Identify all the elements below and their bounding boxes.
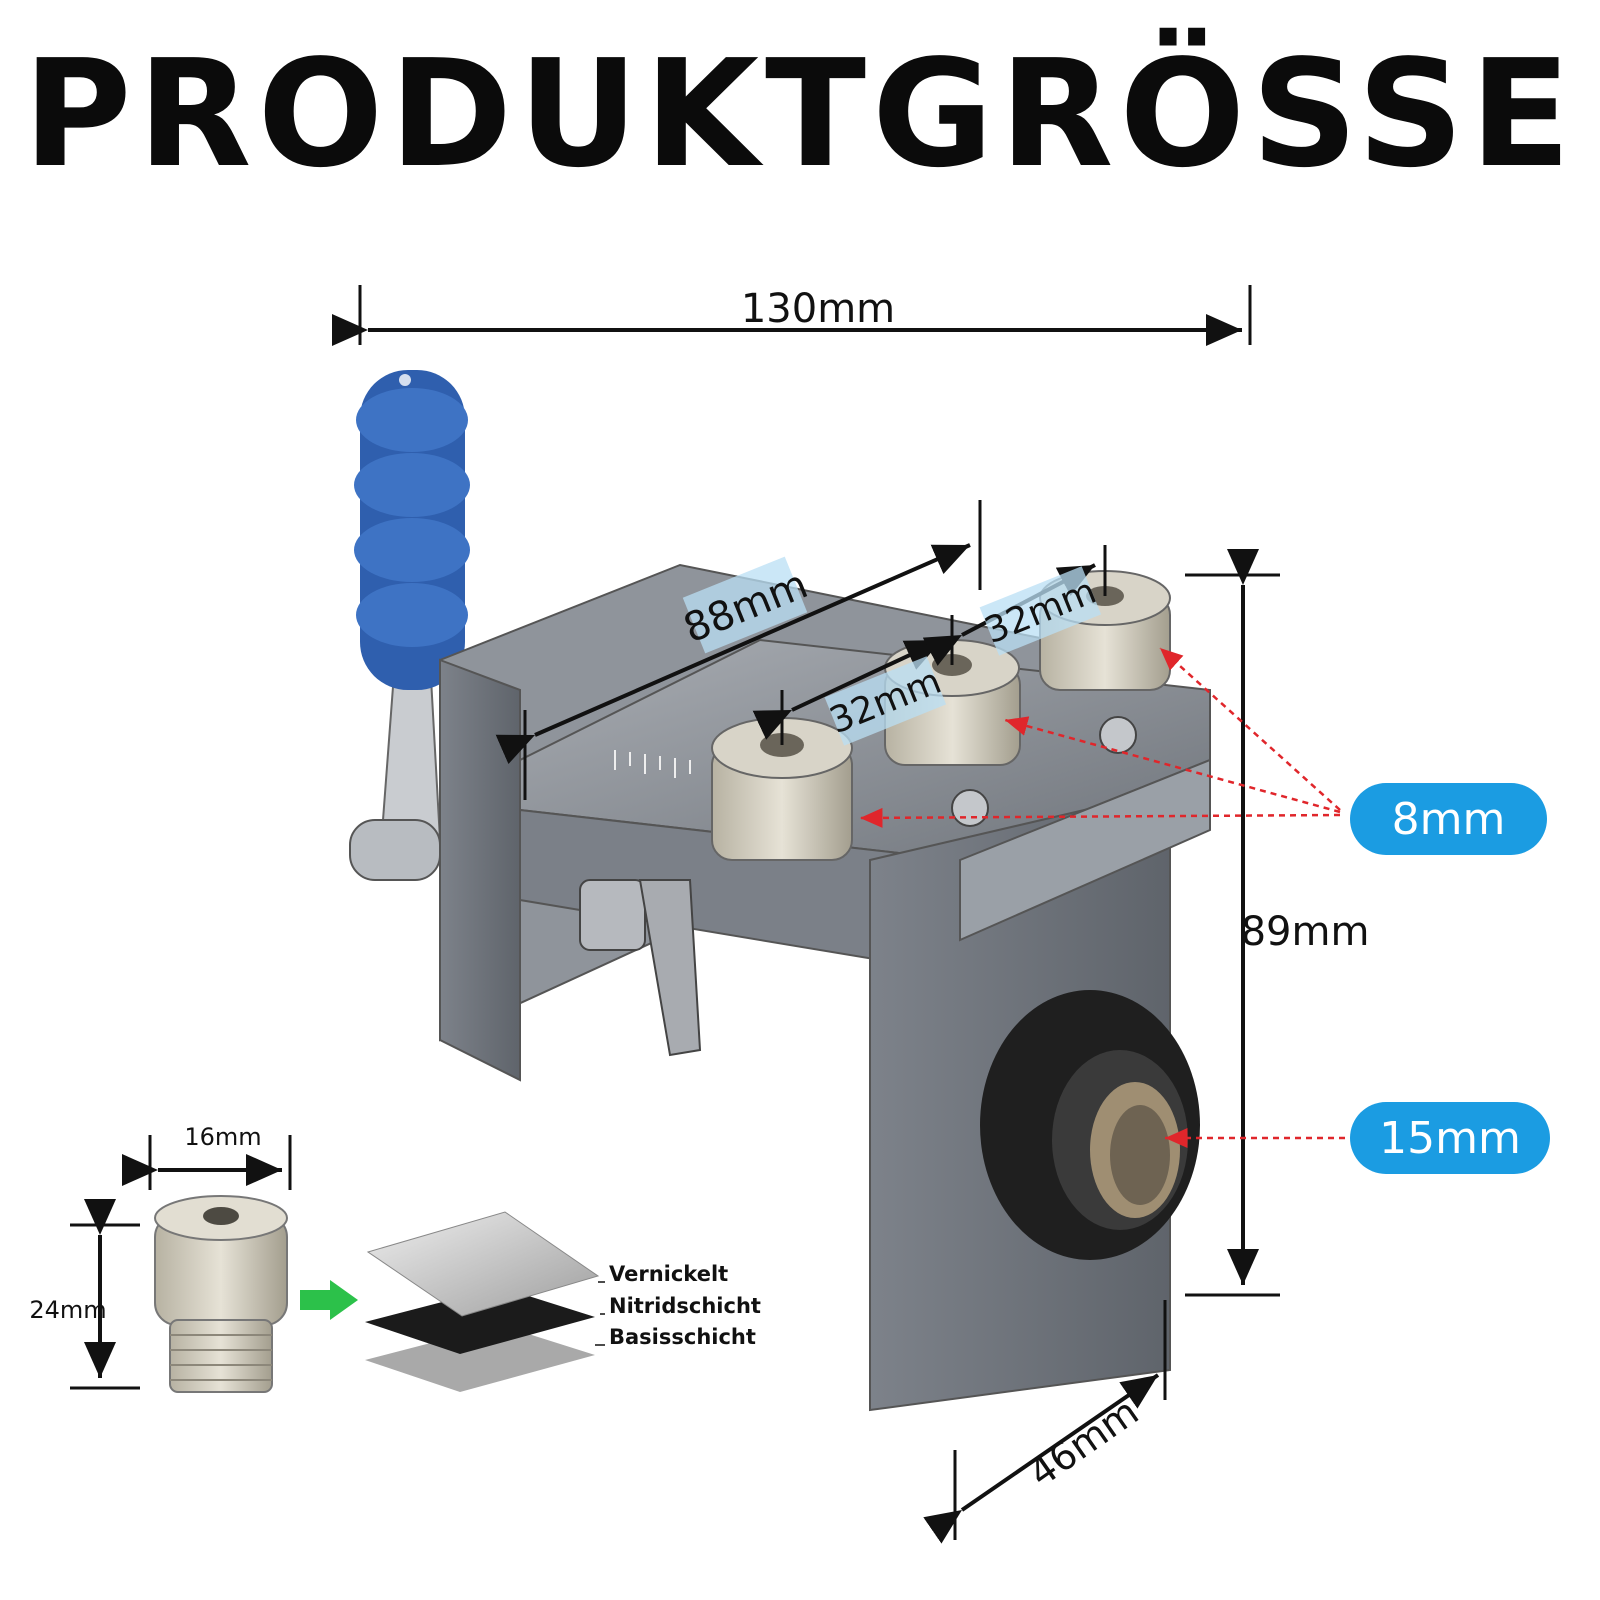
coating-layers [365,1211,600,1392]
layer-label-middle: Nitridschicht [609,1294,761,1318]
label-bushing-16: 16mm [184,1123,261,1151]
dimension-88 [495,500,982,800]
dimension-depth-46 [923,1300,1167,1544]
label-width-130: 130mm [741,286,895,332]
dimension-height-89 [1185,549,1280,1297]
layer-label-bottom: Basisschicht [609,1325,756,1349]
label-depth-46: 46mm [1021,1389,1146,1495]
label-bushing-24: 24mm [29,1296,106,1324]
dimension-32-right [922,545,1107,666]
side-hole-bushing [980,990,1200,1260]
layer-pointer-lines [595,1281,605,1346]
toggle-clamp-handle [349,370,470,881]
callout-lines-8mm [859,647,1341,828]
callout-badge-8mm: 8mm [1350,783,1547,855]
bushing-detail [70,1135,292,1393]
layer-label-top: Vernickelt [609,1262,729,1286]
callout-badge-15mm: 15mm [1350,1102,1550,1174]
label-height-89: 89mm [1241,909,1370,955]
green-arrow-icon [300,1280,358,1320]
callout-badge-15mm-label: 15mm [1379,1112,1521,1164]
page-title: PRODUKTGRÖSSE [23,28,1577,200]
dimension-width-130 [332,285,1252,346]
callout-badge-8mm-label: 8mm [1391,793,1506,845]
